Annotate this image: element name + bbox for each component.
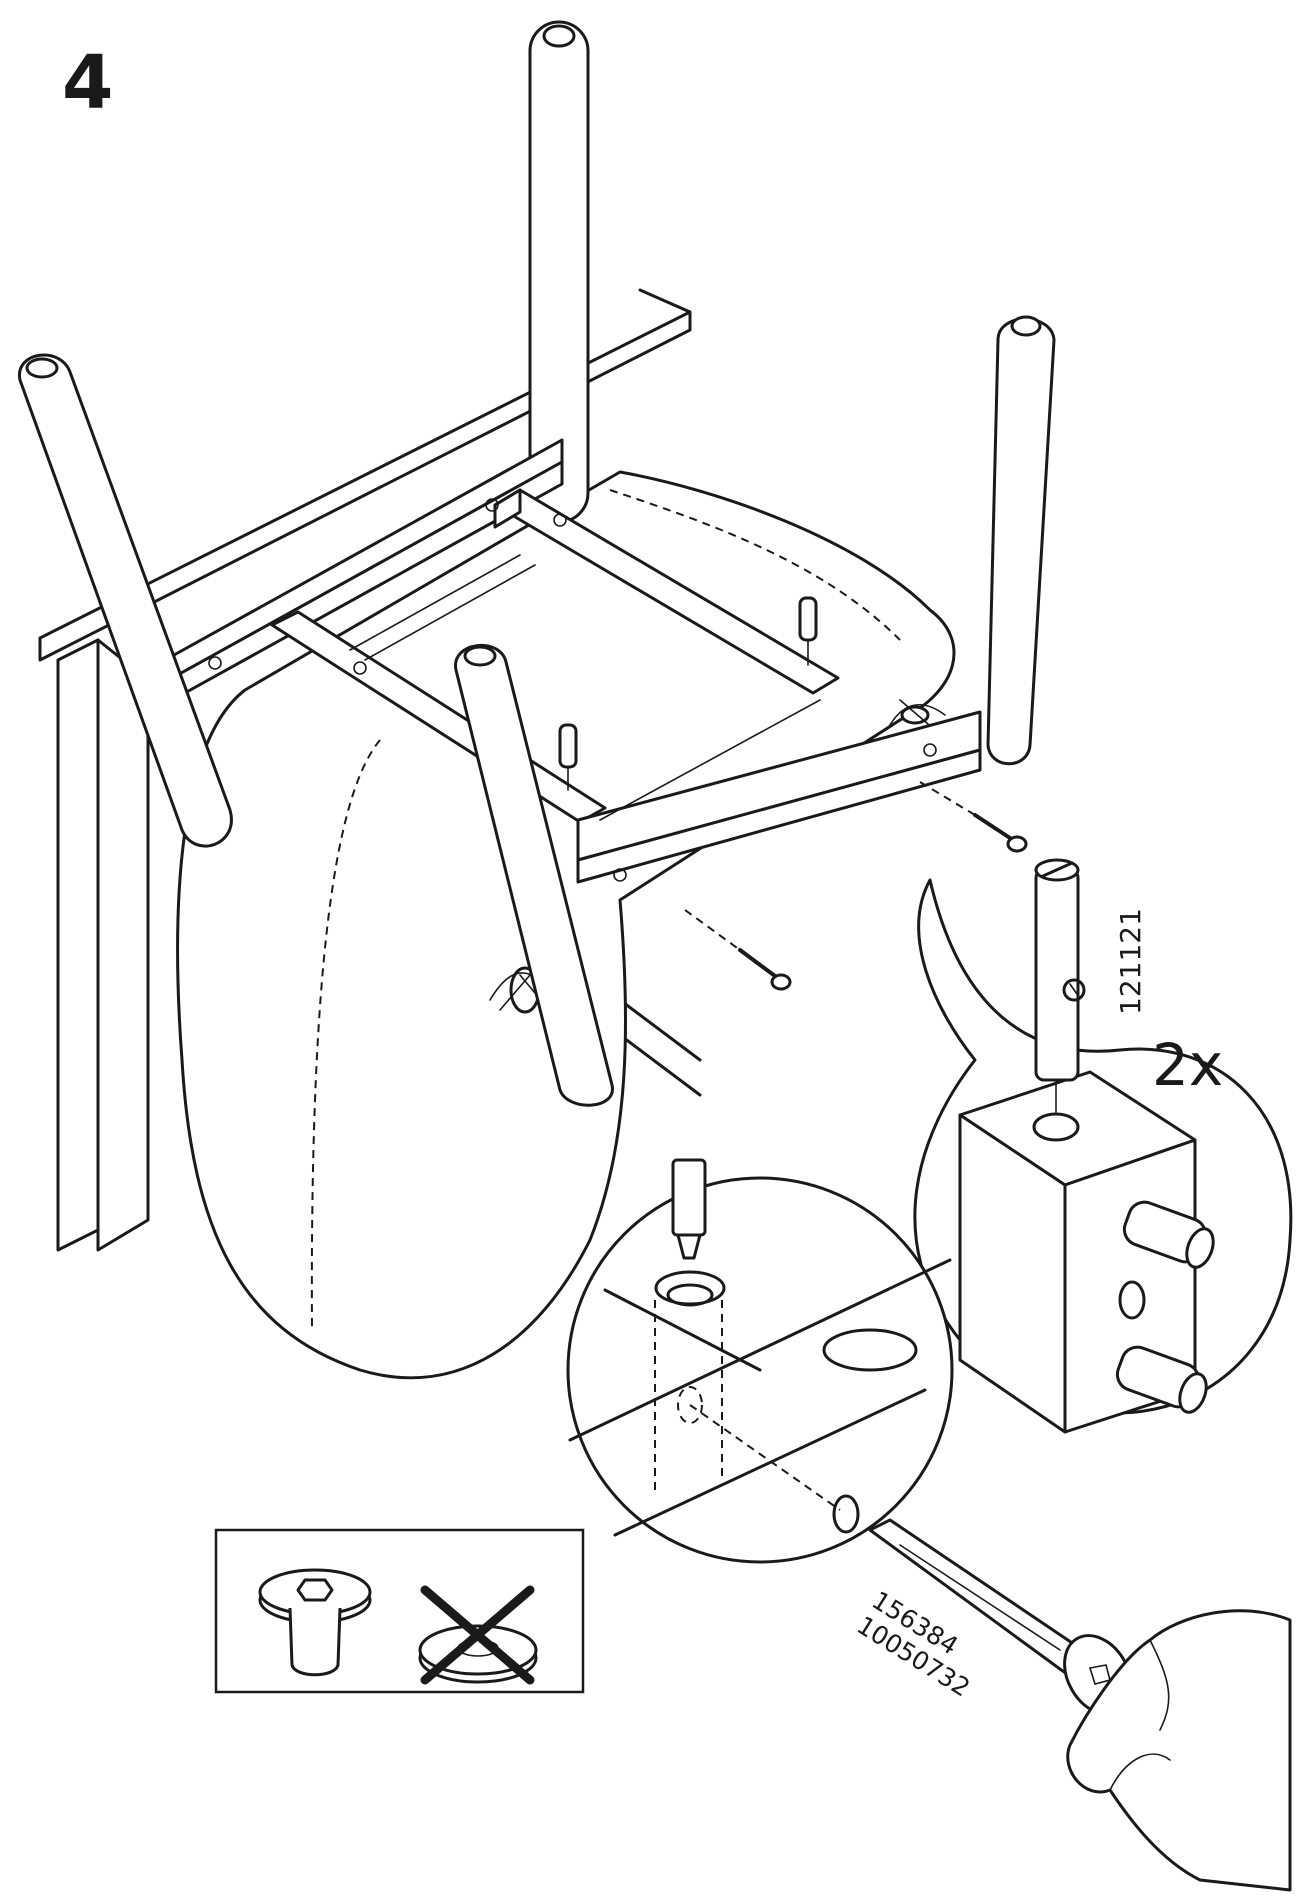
dowel xyxy=(558,723,578,791)
dowel-part-number: 121121 xyxy=(1114,908,1147,1015)
hand xyxy=(1066,1609,1292,1892)
chair-leg xyxy=(986,315,1056,766)
chair-leg xyxy=(18,353,233,848)
bolt xyxy=(919,781,1028,853)
dowel xyxy=(798,596,818,666)
correct-washer-icon xyxy=(258,1568,372,1677)
washer-orientation-box xyxy=(214,1528,585,1694)
step-number: 4 xyxy=(62,40,114,126)
bolt xyxy=(684,909,792,991)
chair-leg xyxy=(528,20,590,524)
bolt-detail-callout xyxy=(566,1158,954,1564)
knurled-pin xyxy=(1115,1345,1208,1414)
knurled-pin xyxy=(1122,1200,1215,1269)
dowel-detail-callout: 121121 2x xyxy=(913,858,1293,1434)
cross-mark-icon xyxy=(420,1585,535,1685)
dowel-quantity: 2x xyxy=(1152,1031,1223,1099)
chair-leg xyxy=(454,643,614,1107)
hex-key xyxy=(671,1158,707,1260)
table xyxy=(38,288,702,1252)
